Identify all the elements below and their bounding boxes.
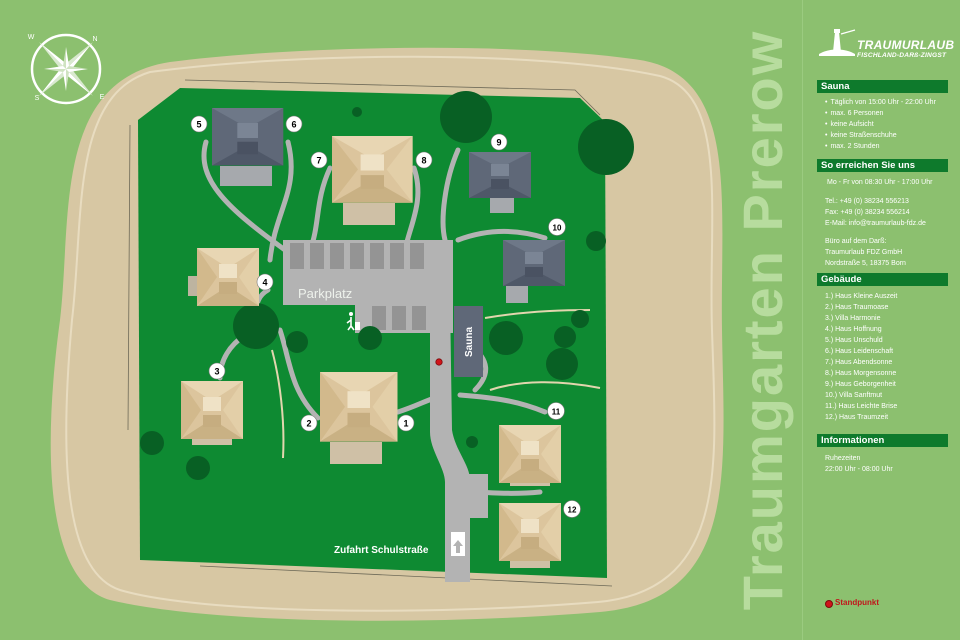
- list-item: 4.) Haus Hoffnung: [825, 326, 882, 333]
- sauna-section-title: Sauna: [817, 80, 948, 93]
- marker-10: 10: [548, 218, 566, 236]
- quiet-hours-label: Ruhezeiten: [825, 455, 861, 462]
- svg-text:5: 5: [196, 120, 201, 130]
- svg-text:8: 8: [421, 156, 426, 166]
- svg-text:W: W: [28, 34, 35, 41]
- list-item: 11.) Haus Leichte Brise: [825, 403, 898, 410]
- marker-5: 5: [190, 115, 208, 133]
- buildings-section-title: Gebäude: [817, 273, 948, 286]
- svg-text:12: 12: [568, 506, 577, 515]
- compass-rose-icon: N E S W: [28, 33, 105, 105]
- buildings-list: 1.) Haus Kleine Auszeit 2.) Haus Traumoa…: [825, 291, 897, 423]
- lighthouse-logo-icon: [819, 29, 856, 56]
- marker-12: 12: [563, 500, 581, 518]
- marker-1: 1: [397, 414, 415, 432]
- house-11[interactable]: [499, 425, 561, 486]
- list-item: 5.) Haus Unschuld: [825, 337, 883, 344]
- list-item: 12.) Haus Traumzeit: [825, 414, 889, 421]
- contact-fax: Fax: +49 (0) 38234 556214: [825, 209, 910, 216]
- office-address: Nordstraße 5, 18375 Born: [825, 260, 906, 267]
- svg-text:9: 9: [496, 138, 501, 148]
- house-number-markers: 1 2 3 4 5 6 7 8 9 10 11 12: [190, 115, 581, 518]
- dune-outline: [65, 55, 716, 612]
- marker-4: 4: [256, 273, 274, 291]
- location-legend: Standpunkt: [835, 598, 879, 607]
- sauna-building[interactable]: [454, 306, 483, 377]
- marker-7: 7: [310, 151, 328, 169]
- house-4[interactable]: [188, 248, 259, 306]
- office-company: Traumurlaub FDZ GmbH: [825, 249, 903, 256]
- sauna-label: Sauna: [464, 327, 475, 357]
- trees: [140, 91, 634, 480]
- entrance-arrow-icon: [451, 532, 465, 556]
- svg-text:10: 10: [553, 224, 562, 233]
- info-panel: TRAUMURLAUB FISCHLAND-DARß-ZINGST Sauna …: [802, 0, 960, 640]
- house-12[interactable]: [499, 503, 561, 568]
- list-item: 8.) Haus Morgensonne: [825, 370, 897, 377]
- list-item: keine Straßenschuhe: [825, 130, 936, 141]
- marker-8: 8: [415, 151, 433, 169]
- svg-text:S: S: [35, 95, 40, 102]
- contact-email[interactable]: E-Mail: info@traumurlaub-fdz.de: [825, 220, 926, 227]
- main-road: [430, 300, 470, 582]
- office-title: Büro auf dem Darß:: [825, 238, 887, 245]
- list-item: 10.) Villa Sanftmut: [825, 392, 883, 399]
- brand-subtitle: FISCHLAND-DARß-ZINGST: [857, 52, 947, 59]
- marker-3: 3: [208, 362, 226, 380]
- list-item: 7.) Haus Abendsonne: [825, 359, 893, 366]
- marker-9: 9: [490, 133, 508, 151]
- house-9[interactable]: [469, 152, 531, 213]
- location-marker: [435, 358, 443, 366]
- house-5-6[interactable]: [212, 108, 284, 186]
- svg-text:3: 3: [214, 367, 219, 377]
- location-marker-icon: [825, 600, 833, 608]
- house-10[interactable]: [503, 240, 565, 303]
- brand-logo: TRAUMURLAUB FISCHLAND-DARß-ZINGST: [817, 22, 955, 72]
- info-section-title: Informationen: [817, 434, 948, 447]
- house-3[interactable]: [181, 381, 243, 445]
- svg-text:4: 4: [262, 278, 267, 288]
- contact-hours: Mo - Fr von 08:30 Uhr - 17:00 Uhr: [827, 179, 933, 186]
- house-7-8[interactable]: [332, 136, 413, 225]
- svg-text:N: N: [92, 36, 97, 43]
- map-title: Traumgarten Prerow: [731, 30, 794, 611]
- svg-text:2: 2: [306, 419, 311, 429]
- list-item: 2.) Haus Traumoase: [825, 304, 889, 311]
- contact-section-title: So erreichen Sie uns: [817, 159, 948, 172]
- list-item: max. 6 Personen: [825, 108, 936, 119]
- sauna-info: Täglich von 15:00 Uhr - 22:00 Uhr max. 6…: [825, 97, 936, 152]
- marker-6: 6: [285, 115, 303, 133]
- svg-text:6: 6: [291, 120, 296, 130]
- list-item: 3.) Villa Harmonie: [825, 315, 881, 322]
- contact-phone[interactable]: Tel.: +49 (0) 38234 556213: [825, 198, 909, 205]
- list-item: 1.) Haus Kleine Auszeit: [825, 293, 898, 300]
- list-item: max. 2 Stunden: [825, 141, 936, 152]
- list-item: 9.) Haus Geborgenheit: [825, 381, 896, 388]
- marker-11: 11: [547, 402, 565, 420]
- svg-text:7: 7: [316, 156, 321, 166]
- svg-text:1: 1: [403, 419, 408, 429]
- list-item: Täglich von 15:00 Uhr - 22:00 Uhr: [825, 97, 935, 108]
- parking-label: Parkplatz: [298, 286, 352, 301]
- road-branch: [468, 474, 488, 518]
- list-item: keine Aufsicht: [825, 119, 936, 130]
- entrance-label: Zufahrt Schulstraße: [334, 545, 429, 556]
- house-1-2[interactable]: [320, 372, 398, 464]
- quiet-hours: Ruhezeiten 22:00 Uhr - 08:00 Uhr: [825, 453, 893, 475]
- property-line: [127, 79, 613, 587]
- brand-name: TRAUMURLAUB: [857, 38, 955, 52]
- svg-text:11: 11: [552, 408, 561, 417]
- waste-bin-icon: [346, 312, 360, 331]
- quiet-hours-time: 22:00 Uhr - 08:00 Uhr: [825, 466, 893, 473]
- list-item: 6.) Haus Leidenschaft: [825, 348, 894, 355]
- svg-text:E: E: [100, 94, 105, 101]
- marker-2: 2: [300, 414, 318, 432]
- contact-details: Tel.: +49 (0) 38234 556213 Fax: +49 (0) …: [825, 196, 926, 269]
